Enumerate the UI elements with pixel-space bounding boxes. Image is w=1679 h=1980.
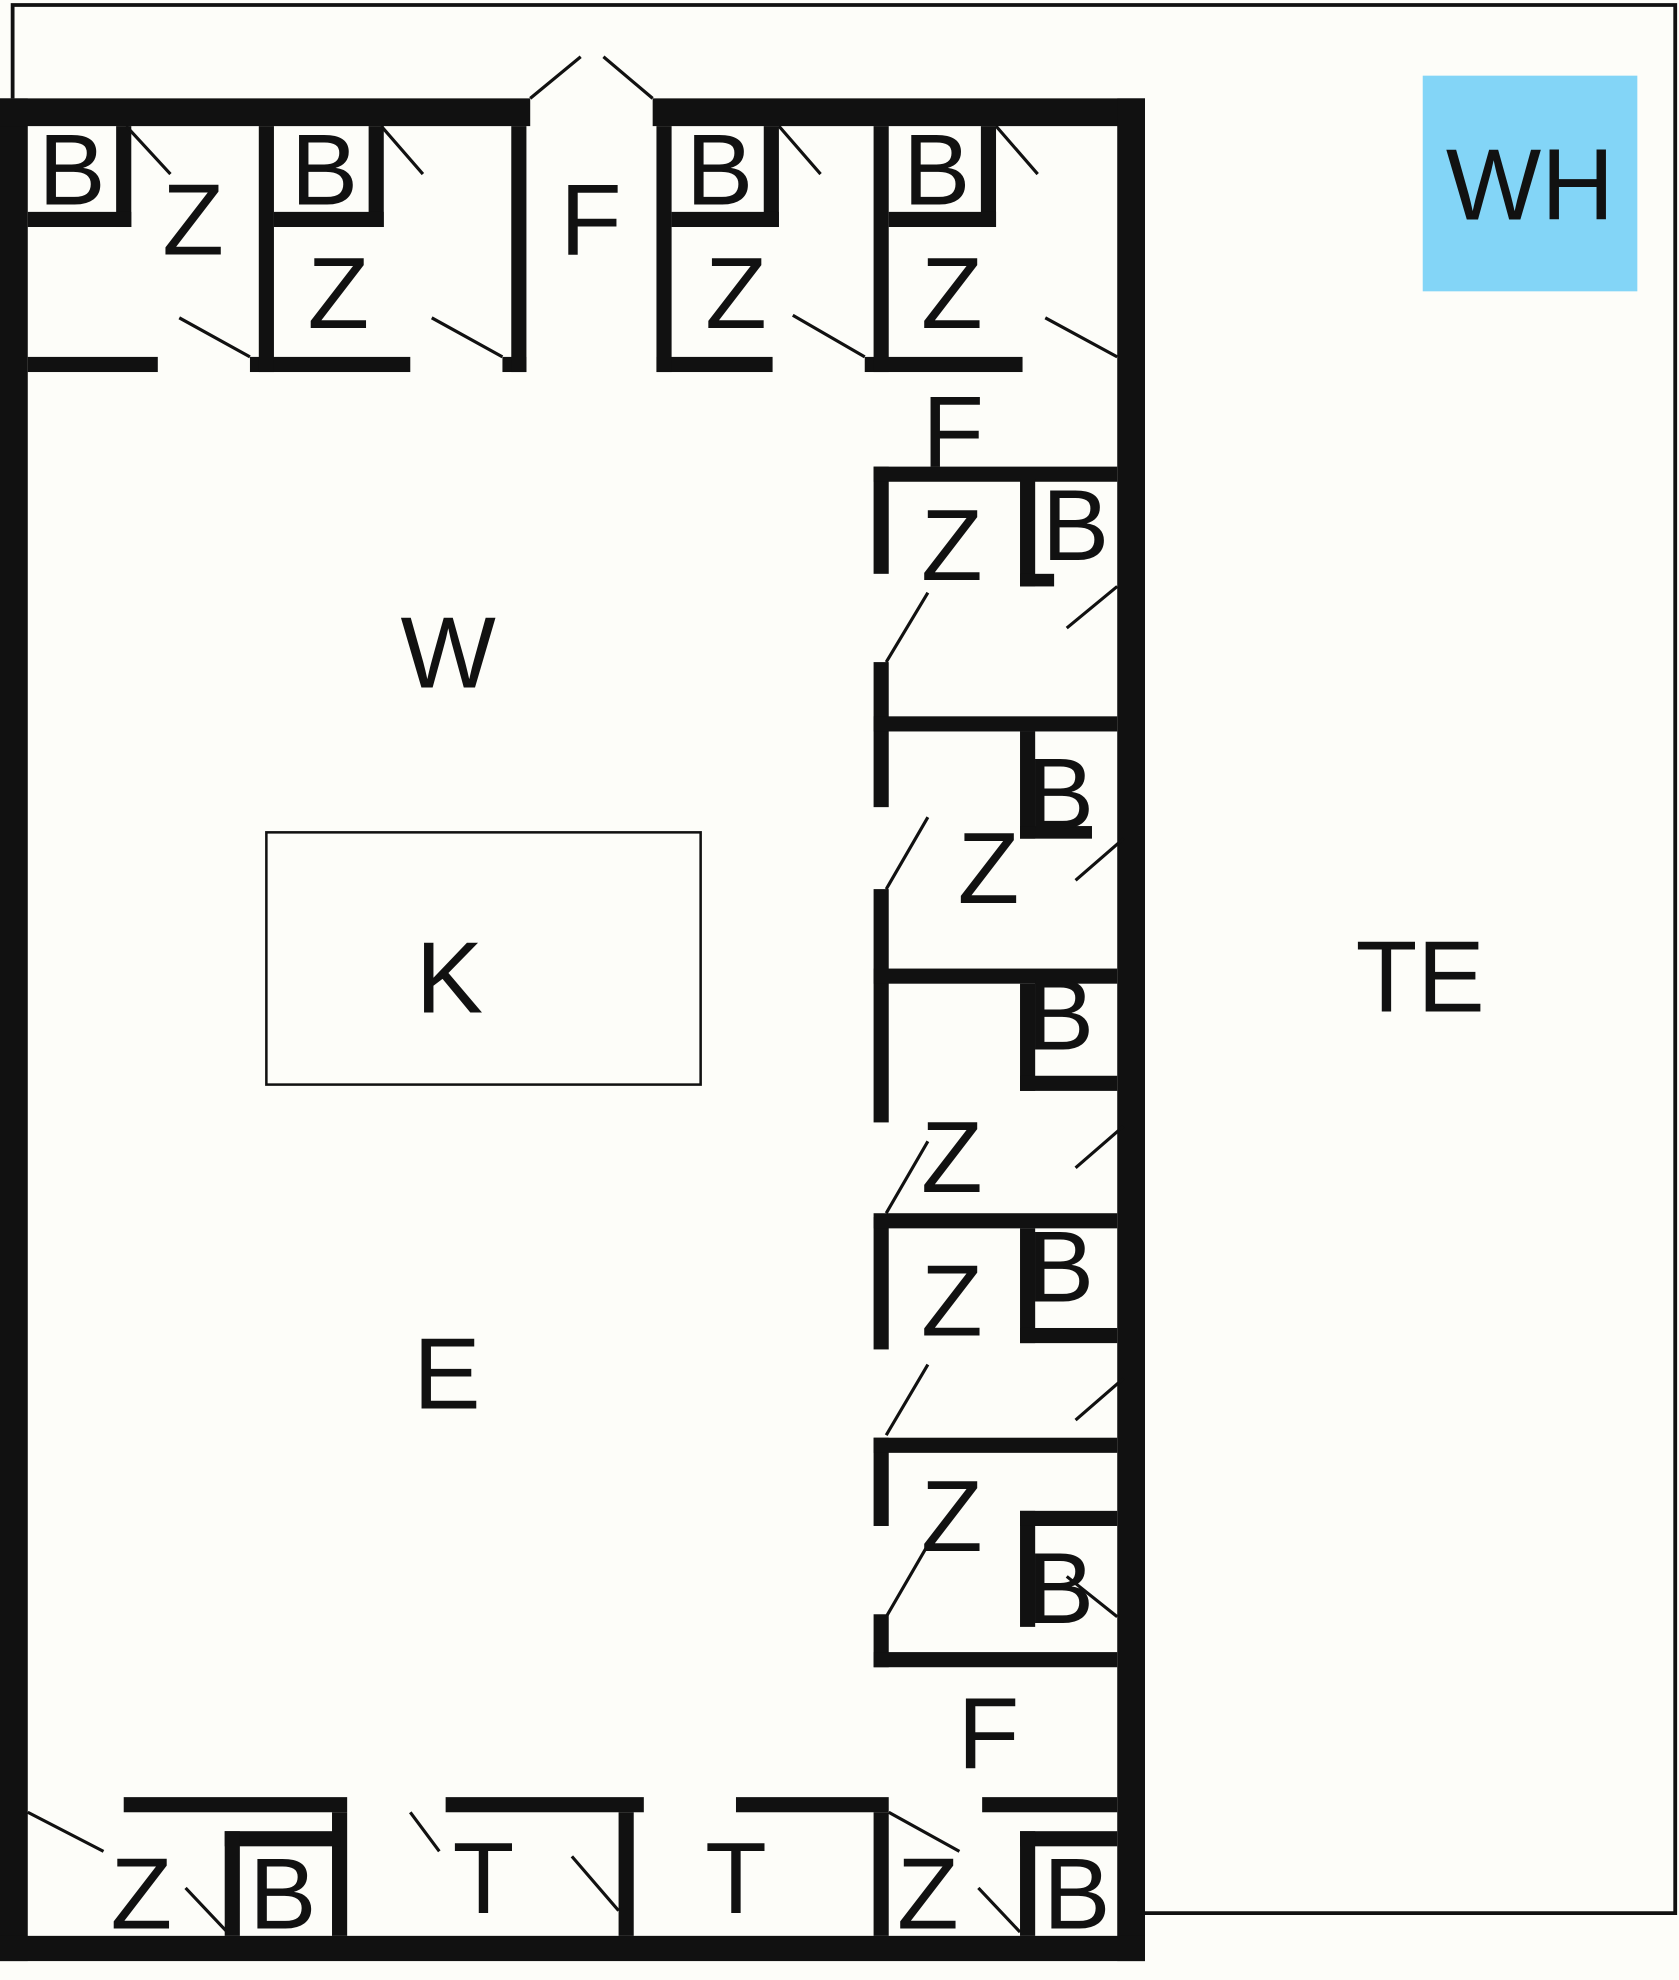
label-wh: WH	[1446, 129, 1614, 241]
wall	[873, 889, 889, 1123]
door-swing	[884, 585, 1125, 1619]
wall	[1020, 983, 1036, 1091]
wall	[249, 356, 411, 373]
label-k: K	[416, 923, 483, 1035]
label-z: Z	[162, 165, 224, 277]
wall	[0, 98, 28, 1962]
label-z: Z	[921, 238, 983, 350]
wall	[27, 211, 132, 228]
label-te: TE	[1356, 921, 1485, 1033]
label-f: F	[958, 1678, 1020, 1790]
wall	[224, 1831, 240, 1936]
wall	[982, 1797, 1118, 1813]
label-z: Z	[111, 1838, 173, 1950]
label-w: W	[400, 597, 495, 709]
label-b: B	[686, 114, 753, 226]
wall	[873, 466, 1118, 482]
wall	[1020, 1075, 1118, 1091]
label-z: Z	[958, 813, 1020, 925]
wall	[116, 126, 132, 228]
wall	[656, 126, 672, 373]
door-swing	[27, 1810, 1022, 1934]
label-f: F	[922, 377, 984, 489]
wall	[445, 1797, 644, 1813]
wall	[873, 466, 889, 574]
label-b: B	[1043, 1838, 1110, 1950]
wall	[1020, 1228, 1036, 1344]
label-t: T	[705, 1823, 767, 1935]
label-b: B	[1027, 959, 1094, 1071]
wall	[980, 126, 997, 228]
wall	[888, 211, 997, 228]
wall	[258, 126, 274, 373]
wall	[873, 1812, 889, 1936]
label-z: Z	[307, 238, 369, 350]
wall	[864, 356, 1023, 373]
room-labels: WH TE W K E F F F B Z B Z B Z B Z Z B B …	[38, 114, 1614, 1950]
wall	[763, 126, 779, 228]
label-b: B	[1027, 739, 1094, 851]
label-b: B	[903, 114, 970, 226]
k-area	[265, 831, 702, 1086]
label-z: Z	[897, 1838, 959, 1950]
wall	[273, 211, 384, 228]
wall	[1117, 98, 1146, 1962]
wall	[0, 98, 531, 127]
walls	[0, 98, 1146, 1962]
wall	[873, 662, 889, 808]
wall	[873, 968, 1118, 984]
wall	[873, 1213, 1118, 1229]
wall	[511, 126, 527, 373]
wall	[1020, 1510, 1118, 1526]
wall	[1020, 573, 1055, 587]
door-swing	[529, 55, 654, 100]
label-t: T	[453, 1823, 515, 1935]
label-b: B	[1027, 1212, 1094, 1324]
wall	[873, 1652, 1118, 1668]
label-z: Z	[921, 490, 983, 602]
label-b: B	[249, 1838, 316, 1950]
wh-area	[1422, 75, 1638, 292]
label-z: Z	[705, 238, 767, 350]
door-swing	[125, 125, 1118, 359]
wall	[1020, 1831, 1118, 1847]
label-b: B	[1027, 1533, 1094, 1645]
wall	[332, 1812, 348, 1936]
wall	[27, 356, 158, 373]
label-b: B	[291, 114, 358, 226]
wall	[224, 1831, 341, 1847]
wall	[652, 98, 1146, 127]
door-swings	[27, 55, 1125, 1934]
wall	[618, 1812, 634, 1936]
wall	[1020, 1510, 1036, 1627]
wall	[1020, 826, 1092, 839]
label-z: Z	[921, 1102, 983, 1214]
wall	[873, 1437, 1118, 1453]
wall	[671, 211, 779, 228]
wall	[1020, 1831, 1036, 1936]
wall	[873, 1217, 889, 1350]
label-z: Z	[921, 1246, 983, 1358]
label-b: B	[38, 114, 105, 226]
site-boundary	[10, 3, 1678, 1916]
label-e: E	[413, 1319, 480, 1431]
label-f: F	[560, 165, 622, 277]
wall	[873, 716, 1118, 732]
wall	[873, 1437, 889, 1526]
wall	[0, 1935, 1146, 1962]
wall	[735, 1797, 889, 1813]
wall	[1020, 1327, 1118, 1344]
wall	[368, 126, 384, 228]
label-z: Z	[921, 1461, 983, 1573]
label-b: B	[1042, 470, 1109, 582]
wall	[656, 356, 773, 373]
wall	[1020, 479, 1036, 587]
wall	[1020, 731, 1036, 839]
wall	[123, 1797, 348, 1813]
wall	[873, 126, 889, 373]
